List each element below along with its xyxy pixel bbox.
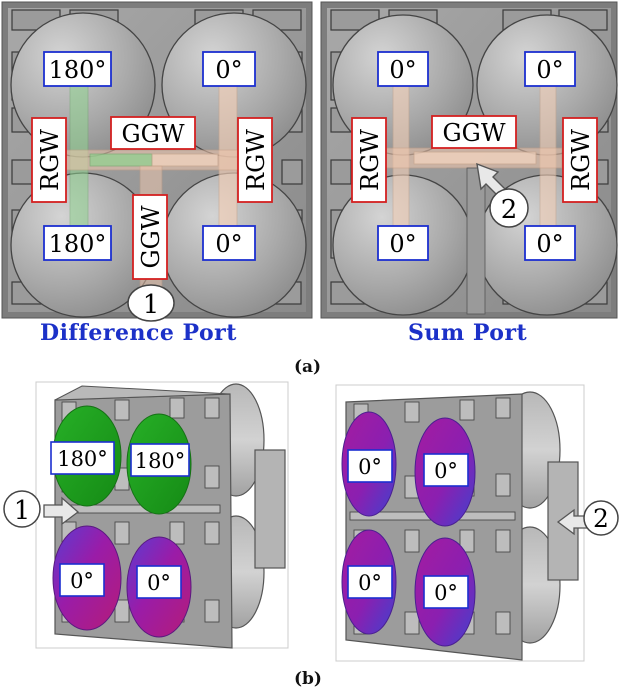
phase-label-top-right: 180° [135,449,186,473]
ggw-inner [413,151,537,165]
port-marker-1: 1 [143,290,160,320]
port-marker-2: 2 [501,195,518,225]
phase-label-bottom-left: 0° [358,571,382,595]
ggw-vertical-label: GGW [137,205,165,268]
arrow-icon [43,496,80,526]
phase-label-bottom-left: 0° [70,569,94,593]
phase-label-top-left: 180° [49,56,107,84]
phase-label-top-right: 0° [536,56,563,84]
caption-a: (a) [294,357,322,377]
phase-label-top-left: 0° [358,455,382,479]
phase-label-bottom-right: 0° [215,230,242,258]
rgw-left-label: RGW [36,129,64,191]
rgw-right-label: RGW [242,129,270,191]
panel-a-right: 0° 0° 0° 0° GGW RGW RGW 2 [320,1,618,319]
phase-label-bottom-right: 0° [147,571,171,595]
phase-label-bottom-right: 0° [434,581,458,605]
sum-feed [466,167,486,315]
rgw-left-label: RGW [356,129,384,191]
ggw-inner-green [89,153,153,167]
ggw-horizontal-label: GGW [442,119,505,147]
port-marker-2: 2 [593,504,609,533]
panel-b-left: 180° 180° 0° 0° 1 [3,381,289,649]
phase-label-bottom-right: 0° [536,230,563,258]
ggw-horizontal-label: GGW [121,120,184,148]
phase-label-bottom-left: 180° [49,230,107,258]
caption-b: (b) [294,669,322,689]
difference-port-label: Difference Port [40,320,237,346]
phase-label-bottom-left: 0° [389,230,416,258]
phase-label-top-left: 0° [389,56,416,84]
rgw-right-label: RGW [567,129,595,191]
ggw-inner-orange [151,153,219,167]
phase-label-top-left: 180° [57,447,108,471]
panel-a-left: 180° 0° 180° 0° GGW RGW RGW GGW 1 [1,1,313,322]
port-marker-1: 1 [14,496,31,526]
phase-label-top-right: 0° [215,56,242,84]
sum-port-label: Sum Port [408,320,528,346]
phase-label-top-right: 0° [434,459,458,483]
panel-b-right: 0° 0° 0° 0° 2 [335,384,619,662]
